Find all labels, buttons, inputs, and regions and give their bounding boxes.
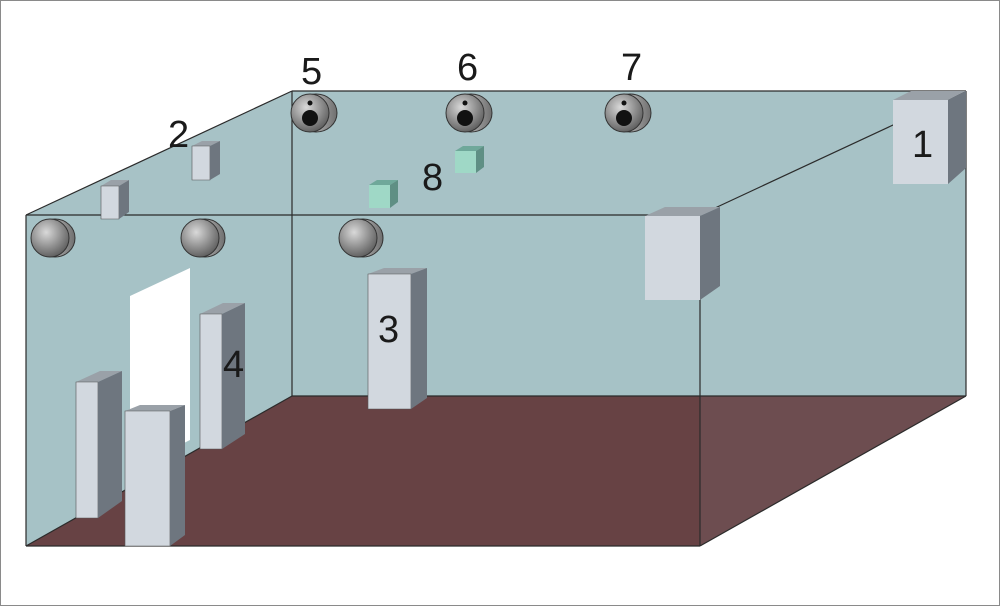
label-2: 2 — [168, 114, 189, 156]
speaker-front-1 — [30, 218, 76, 258]
sensor-2b — [100, 180, 129, 220]
camera-5 — [290, 93, 338, 133]
floor — [26, 396, 966, 546]
label-8: 8 — [422, 157, 443, 199]
label-1: 1 — [912, 124, 933, 166]
label-3: 3 — [378, 309, 399, 351]
corner-unit — [645, 207, 720, 300]
camera-7 — [604, 93, 652, 133]
unit-1 — [893, 91, 966, 184]
speaker-front-3 — [338, 218, 384, 258]
unit-left-a — [75, 371, 122, 519]
label-6: 6 — [457, 47, 478, 89]
label-5: 5 — [301, 51, 322, 93]
front-glass-wall — [26, 215, 700, 546]
label-4: 4 — [223, 344, 244, 386]
unit-left-b — [124, 405, 185, 547]
sensor-8a — [455, 146, 484, 173]
unit-4 — [199, 303, 245, 450]
sensor-8b — [369, 180, 398, 208]
unit-3 — [367, 268, 427, 410]
speaker-front-2 — [180, 218, 226, 258]
camera-6 — [445, 93, 493, 133]
right-wall — [700, 91, 966, 546]
label-7: 7 — [621, 47, 642, 89]
sensor-2a — [191, 141, 220, 181]
